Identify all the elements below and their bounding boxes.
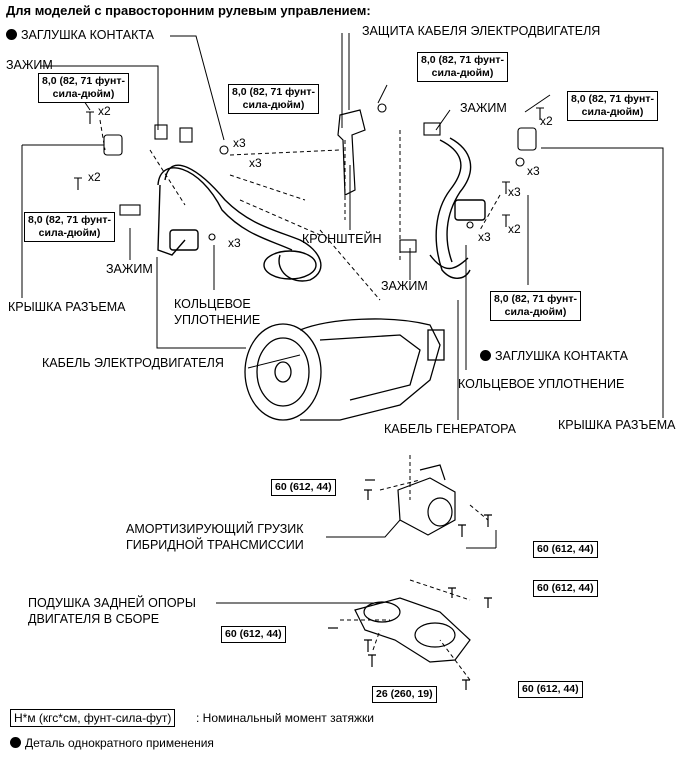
single-use-dot-icon: [10, 737, 21, 748]
motor-cable-drawing: [157, 164, 322, 282]
legend-single-use: Деталь однократного применения: [10, 736, 214, 751]
torque-box-60-e: 60 (612, 44): [518, 681, 583, 698]
label-clamp-mid-left: ЗАЖИМ: [106, 262, 153, 276]
mount-drawing: [328, 587, 492, 690]
multiplier: x3: [233, 136, 246, 150]
torque-box-26: 26 (260, 19): [372, 686, 437, 703]
label-damper-2: ГИБРИДНОЙ ТРАНСМИССИИ: [126, 538, 304, 552]
torque-box-8-c: 8,0 (82, 71 фунт-сила-дюйм): [228, 84, 319, 114]
torque-line2: сила-дюйм): [38, 227, 101, 239]
torque-box-8-d: 8,0 (82, 71 фунт-сила-дюйм): [417, 52, 508, 82]
label-contact-plug-right: ЗАГЛУШКА КОНТАКТА: [480, 349, 628, 364]
label-contact-plug-left-text: ЗАГЛУШКА КОНТАКТА: [21, 28, 154, 42]
label-damper-1: АМОРТИЗИРУЮЩИЙ ГРУЗИК: [126, 522, 304, 536]
page-title: Для моделей с правосторонним рулевым упр…: [6, 3, 371, 18]
leader-lines: [21, 33, 664, 604]
label-o-ring-left-1: КОЛЬЦЕВОЕ: [174, 297, 251, 311]
torque-box-60-b: 60 (612, 44): [533, 541, 598, 558]
legend-torque-unit: Н*м (кгс*см, фунт-сила-фут): [10, 709, 176, 727]
torque-line2: сила-дюйм): [431, 67, 494, 79]
label-clamp-top-left: ЗАЖИМ: [6, 58, 53, 72]
torque-line1: 8,0 (82, 71 фунт-: [421, 54, 504, 66]
torque-box-60-d: 60 (612, 44): [221, 626, 286, 643]
multiplier: x2: [508, 222, 521, 236]
torque-box-60-a: 60 (612, 44): [271, 479, 336, 496]
label-contact-plug-left: ЗАГЛУШКА КОНТАКТА: [6, 28, 154, 43]
small-parts: [74, 103, 544, 253]
torque-line2: сила-дюйм): [52, 88, 115, 100]
torque-box-8-b: 8,0 (82, 71 фунт-сила-дюйм): [24, 212, 115, 242]
damper-drawing: [364, 464, 492, 537]
label-mount-2: ДВИГАТЕЛЯ В СБОРЕ: [28, 612, 160, 626]
label-connector-cover-left: КРЫШКА РАЗЪЕМА: [8, 300, 126, 314]
torque-line2: сила-дюйм): [504, 306, 567, 318]
label-generator-cable: КАБЕЛЬ ГЕНЕРАТОРА: [384, 422, 517, 436]
label-clamp-top-right: ЗАЖИМ: [460, 101, 507, 115]
torque-line1: 8,0 (82, 71 фунт-: [494, 293, 577, 305]
generator-cable-drawing: [429, 137, 486, 279]
torque-box-60-c: 60 (612, 44): [533, 580, 598, 597]
multiplier: x2: [88, 170, 101, 184]
legend-single-use-text: Деталь однократного применения: [25, 736, 214, 750]
torque-line1: 8,0 (82, 71 фунт-: [232, 86, 315, 98]
torque-box-8-a: 8,0 (82, 71 фунт-сила-дюйм): [38, 73, 129, 103]
torque-line1: 8,0 (82, 71 фунт-: [42, 75, 125, 87]
label-bracket: КРОНШТЕЙН: [302, 232, 382, 246]
bracket-drawing: [337, 109, 366, 196]
torque-line1: 8,0 (82, 71 фунт-: [28, 214, 111, 226]
torque-line1: 8,0 (82, 71 фунт-: [571, 93, 654, 105]
torque-box-8-e: 8,0 (82, 71 фунт-сила-дюйм): [567, 91, 658, 121]
label-contact-plug-right-text: ЗАГЛУШКА КОНТАКТА: [495, 349, 628, 363]
multiplier: x2: [98, 104, 111, 118]
torque-box-8-f: 8,0 (82, 71 фунт-сила-дюйм): [490, 291, 581, 321]
multiplier: x3: [478, 230, 491, 244]
multiplier: x3: [527, 164, 540, 178]
label-motor-cable: КАБЕЛЬ ЭЛЕКТРОДВИГАТЕЛЯ: [42, 356, 224, 370]
single-use-dot-icon: [6, 29, 17, 40]
dashed-guides: [99, 119, 501, 681]
label-clamp-mid-right: ЗАЖИМ: [381, 279, 428, 293]
multiplier: x3: [508, 185, 521, 199]
multiplier: x2: [540, 114, 553, 128]
label-motor-cable-guard: ЗАЩИТА КАБЕЛЯ ЭЛЕКТРОДВИГАТЕЛЯ: [362, 24, 601, 38]
single-use-dot-icon: [480, 350, 491, 361]
label-o-ring-left-2: УПЛОТНЕНИЕ: [174, 313, 261, 327]
legend-torque-desc: : Номинальный момент затяжки: [196, 711, 374, 725]
label-o-ring-right: КОЛЬЦЕВОЕ УПЛОТНЕНИЕ: [458, 377, 625, 391]
label-mount-1: ПОДУШКА ЗАДНЕЙ ОПОРЫ: [28, 596, 196, 610]
multiplier: x3: [249, 156, 262, 170]
multiplier: x3: [228, 236, 241, 250]
torque-line2: сила-дюйм): [242, 99, 305, 111]
label-connector-cover-right: КРЫШКА РАЗЪЕМА: [558, 418, 676, 432]
transmission-drawing: [244, 318, 445, 421]
torque-line2: сила-дюйм): [581, 106, 644, 118]
